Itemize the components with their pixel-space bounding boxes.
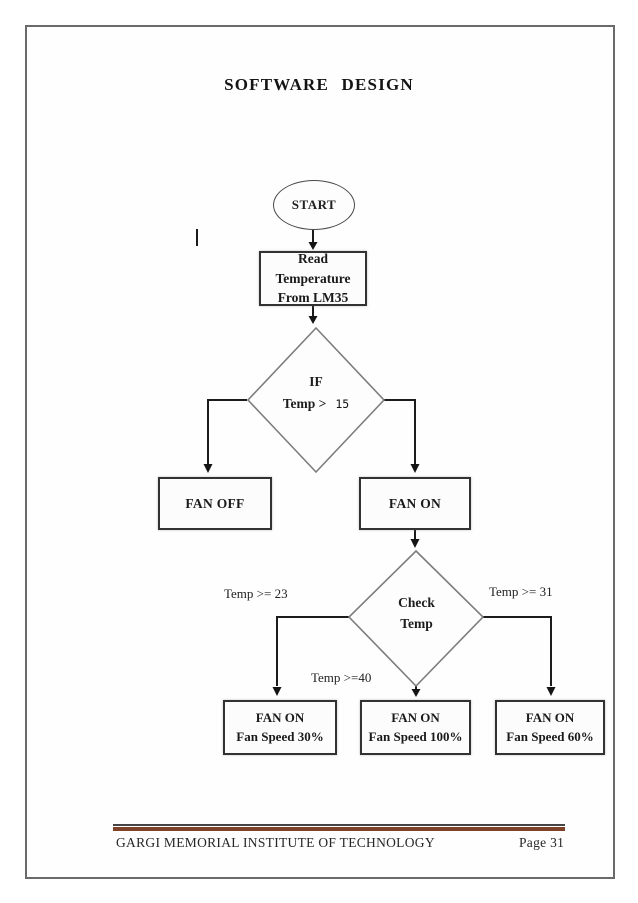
check-diamond-line1: Check bbox=[398, 595, 435, 610]
out60-line1: FAN ON bbox=[525, 709, 575, 725]
read-line2: From LM35 bbox=[277, 290, 349, 306]
if-diamond-line2: Temp > 15 bbox=[248, 396, 384, 412]
edge-label-temp-40: Temp >=40 bbox=[311, 670, 372, 685]
fan-speed-100-node: FAN ON Fan Speed 100% bbox=[360, 700, 471, 755]
fan-on-node: FAN ON bbox=[359, 477, 471, 530]
fan-off-node: FAN OFF bbox=[158, 477, 272, 530]
out30-line2: Fan Speed 30% bbox=[236, 728, 324, 744]
footer-rule-brown bbox=[113, 827, 565, 831]
fan-on-label: FAN ON bbox=[388, 495, 442, 511]
check-diamond-line2: Temp bbox=[400, 616, 433, 631]
read-line1: Read Temperature bbox=[275, 251, 351, 286]
out100-line1: FAN ON bbox=[391, 709, 440, 725]
out100-line2: Fan Speed 100% bbox=[368, 728, 463, 744]
if-threshold-value: 15 bbox=[335, 397, 350, 411]
start-node: START bbox=[273, 180, 355, 230]
read-temperature-node: Read Temperature From LM35 bbox=[259, 251, 367, 306]
out60-line2: Fan Speed 60% bbox=[506, 728, 594, 744]
fan-speed-30-node: FAN ON Fan Speed 30% bbox=[223, 700, 337, 755]
if-condition-text: Temp > bbox=[282, 396, 327, 411]
footer-institution: GARGI MEMORIAL INSTITUTE OF TECHNOLOGY bbox=[116, 835, 435, 850]
footer-rule-thin bbox=[113, 824, 565, 826]
if-diamond-line1: IF bbox=[309, 374, 323, 389]
edge-label-temp-31: Temp >= 31 bbox=[489, 584, 553, 599]
out30-line1: FAN ON bbox=[255, 709, 305, 725]
start-label: START bbox=[291, 197, 337, 212]
edge-label-temp-23: Temp >= 23 bbox=[224, 586, 288, 601]
page-title: SOFTWARE DESIGN bbox=[224, 75, 414, 94]
fan-speed-60-node: FAN ON Fan Speed 60% bbox=[495, 700, 605, 755]
fan-off-label: FAN OFF bbox=[185, 495, 245, 511]
footer-page-number: Page 31 bbox=[519, 835, 565, 850]
text-cursor-mark bbox=[196, 229, 198, 246]
